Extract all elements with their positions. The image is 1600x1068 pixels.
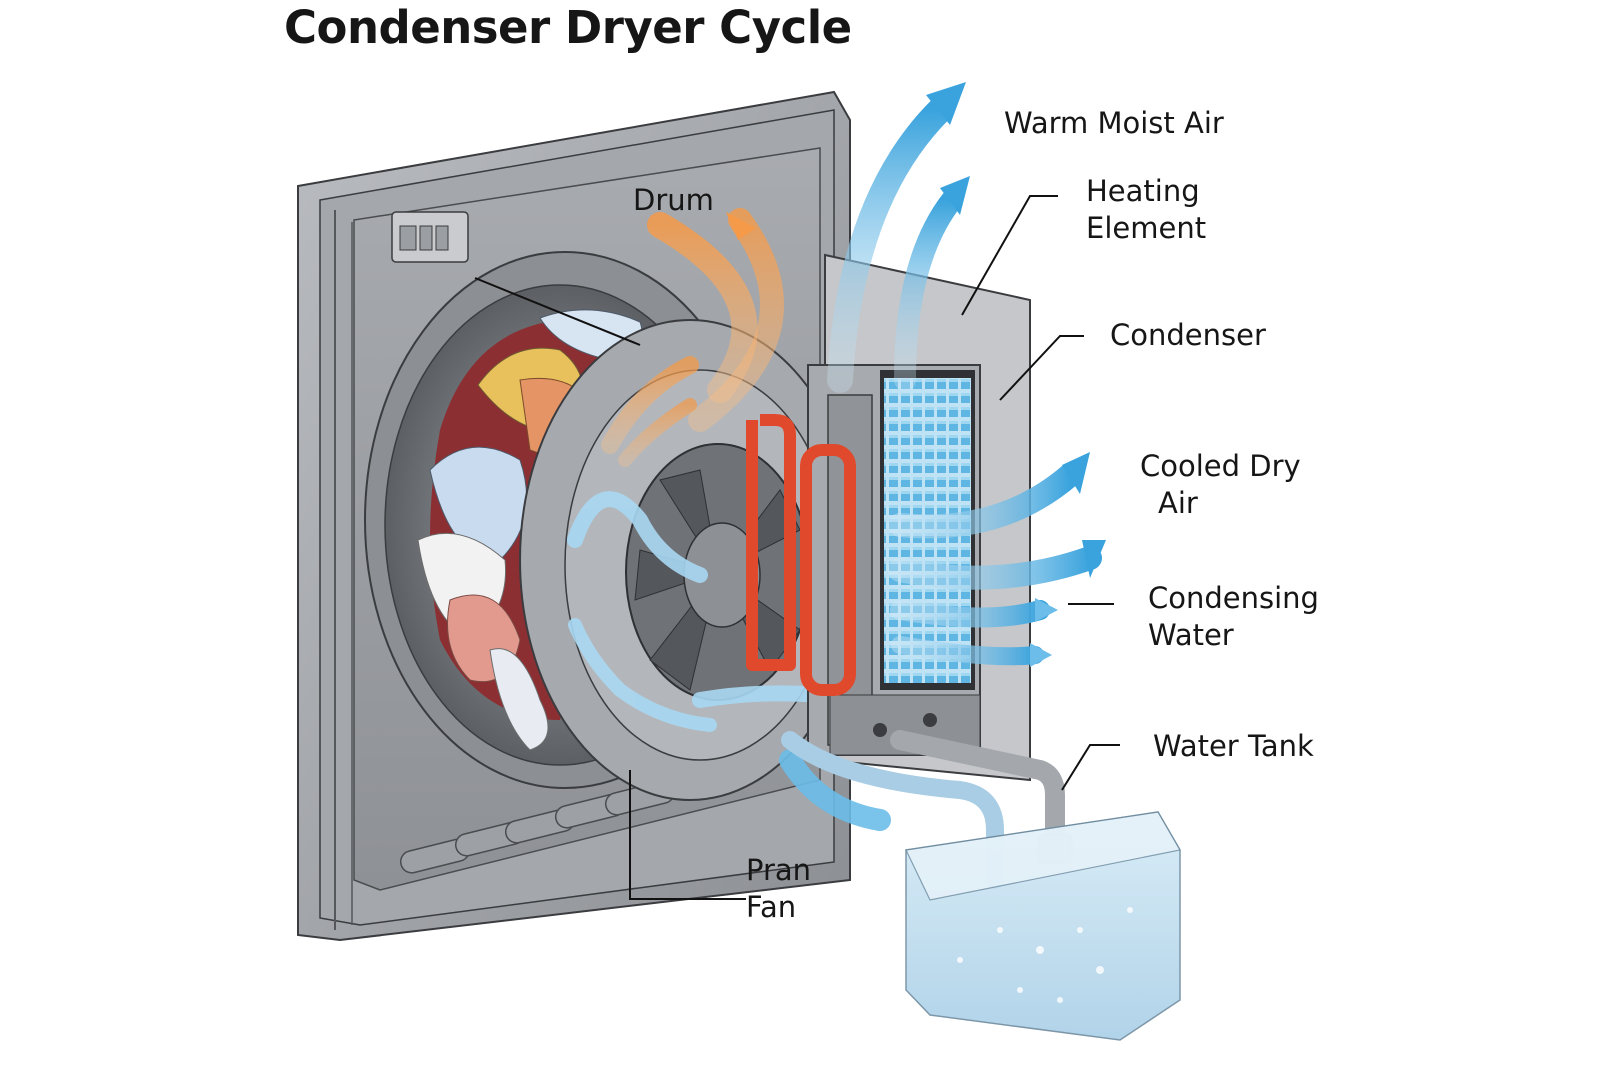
label-condenser: Condenser <box>1110 318 1266 352</box>
diagram-title: Condenser Dryer Cycle <box>284 1 852 54</box>
label-cooled-dry-air-line1: Cooled Dry <box>1140 449 1301 483</box>
label-condensing-water-line2: Water <box>1148 618 1234 652</box>
cool-air-loop-arrows <box>567 491 891 831</box>
hot-air-arrows <box>601 208 784 467</box>
leader-lines <box>474 195 1120 900</box>
leader-drum <box>474 277 641 346</box>
label-condensing-water-line1: Condensing <box>1148 581 1319 615</box>
label-water-tank: Water Tank <box>1153 729 1314 763</box>
water-tank <box>905 811 1181 1041</box>
leader-water-tank <box>1061 744 1120 791</box>
warm-moist-air-arrows <box>827 82 970 393</box>
label-condensing-water: Condensing Water <box>1148 580 1319 654</box>
label-fan: Pran Fan <box>746 852 811 926</box>
label-cooled-dry-air: Cooled Dry Air <box>1140 448 1301 522</box>
label-cooled-dry-air-line2: Air <box>1158 486 1198 520</box>
cooled-air-arrows <box>888 452 1106 667</box>
label-heating-element-line1: Heating <box>1086 174 1200 208</box>
label-fan-line2: Fan <box>746 890 797 924</box>
heating-element <box>746 414 856 696</box>
hot-air-arrowhead <box>726 212 756 240</box>
label-drum: Drum <box>633 183 714 217</box>
leader-fan <box>629 770 746 900</box>
label-warm-moist-air: Warm Moist Air <box>1004 106 1224 140</box>
leader-heating-element <box>961 195 1058 316</box>
label-heating-element: Heating Element <box>1086 173 1206 247</box>
label-fan-line1: Pran <box>746 853 812 887</box>
label-heating-element-line2: Element <box>1086 211 1207 245</box>
leader-condenser <box>999 335 1084 401</box>
